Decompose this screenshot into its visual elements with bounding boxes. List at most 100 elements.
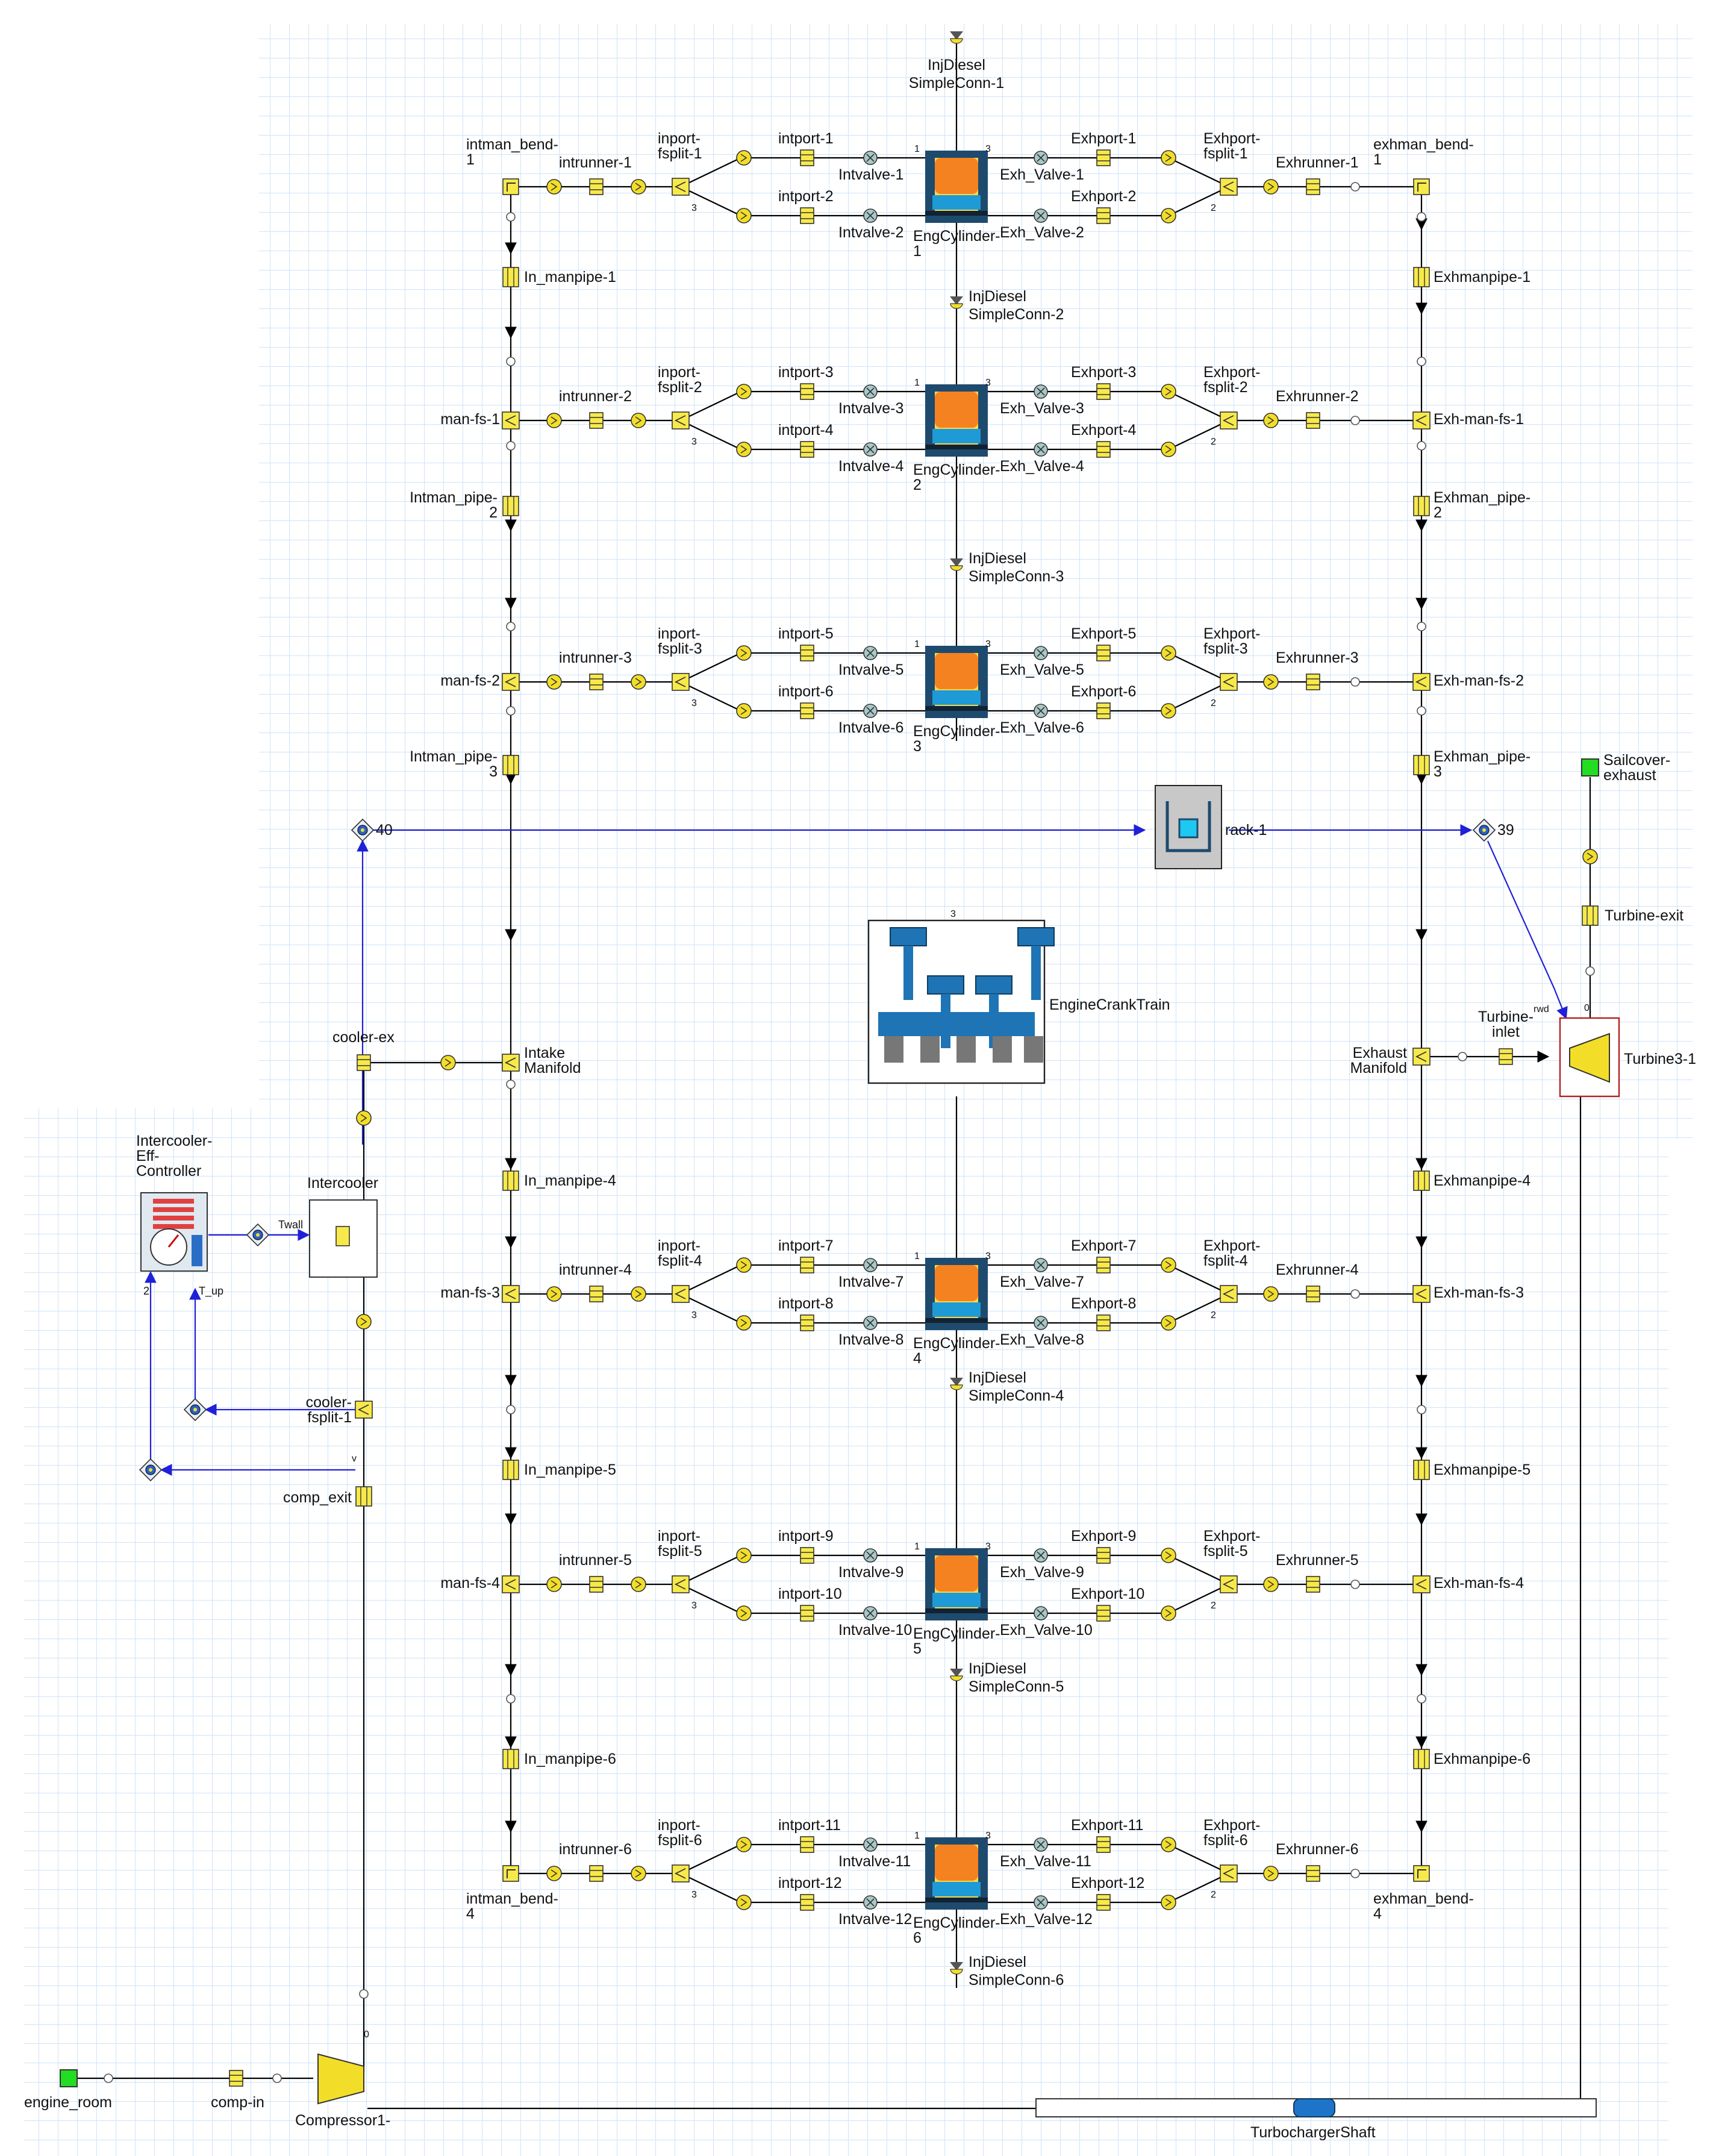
exhaust-valve-icon[interactable] — [1034, 646, 1048, 660]
exhaust-valve-icon[interactable] — [1034, 208, 1048, 223]
injector-icon[interactable] — [950, 296, 963, 309]
intake-valve-icon[interactable] — [863, 704, 878, 718]
orifice-icon[interactable] — [631, 413, 646, 428]
intport-pipe-icon[interactable] — [800, 1257, 814, 1273]
sensor-icon[interactable] — [246, 1223, 270, 1247]
exhaust-runner-pipe-icon[interactable] — [1306, 178, 1320, 195]
orifice-icon[interactable] — [1161, 1895, 1176, 1910]
orifice-icon[interactable] — [1161, 1257, 1176, 1273]
exhaust-valve-icon[interactable] — [1034, 1837, 1048, 1852]
orifice-icon[interactable] — [1161, 1315, 1176, 1331]
sensor-icon[interactable] — [139, 1458, 163, 1482]
engine-cylinder-icon[interactable] — [925, 1837, 988, 1910]
exhport-fsplit-icon[interactable] — [1220, 673, 1238, 691]
orifice-icon[interactable] — [1263, 1286, 1279, 1302]
exhaust-valve-icon[interactable] — [1034, 384, 1048, 399]
intport-pipe-icon[interactable] — [800, 1894, 814, 1911]
exhaust-valve-icon[interactable] — [1034, 1606, 1048, 1620]
orifice-icon[interactable] — [546, 1286, 562, 1302]
orifice-icon[interactable] — [1161, 442, 1176, 457]
intake-runner-pipe-icon[interactable] — [589, 1286, 604, 1302]
orifice-icon[interactable] — [1161, 1548, 1176, 1563]
exhport-pipe-icon[interactable] — [1096, 1314, 1111, 1331]
intake-runner-pipe-icon[interactable] — [589, 673, 604, 690]
orifice-icon[interactable] — [1161, 384, 1176, 399]
intake-manifold-pipe-icon[interactable] — [502, 755, 519, 775]
intake-manifold-split-icon[interactable] — [502, 1285, 520, 1303]
intake-valve-icon[interactable] — [863, 151, 878, 165]
intercooler-icon[interactable] — [309, 1199, 378, 1278]
orifice-icon[interactable] — [631, 179, 646, 195]
exhaust-manifold-split-icon[interactable] — [1412, 411, 1431, 430]
inport-fsplit-icon[interactable] — [672, 673, 690, 691]
intport-pipe-icon[interactable] — [800, 645, 814, 661]
exhaust-bend-icon[interactable] — [1413, 1865, 1430, 1882]
intake-valve-icon[interactable] — [863, 442, 878, 457]
compressor-icon[interactable] — [317, 2053, 364, 2105]
exhaust-valve-icon[interactable] — [1034, 1548, 1048, 1563]
orifice-icon[interactable] — [736, 703, 752, 719]
intake-runner-pipe-icon[interactable] — [589, 1865, 604, 1882]
orifice-icon[interactable] — [736, 442, 752, 457]
exhport-pipe-icon[interactable] — [1096, 1605, 1111, 1622]
exhport-fsplit-icon[interactable] — [1220, 1864, 1238, 1883]
comp-in-pipe-icon[interactable] — [229, 2070, 243, 2087]
engine-cylinder-icon[interactable] — [925, 1548, 988, 1620]
exhaust-valve-icon[interactable] — [1034, 1258, 1048, 1272]
exhport-pipe-icon[interactable] — [1096, 1257, 1111, 1273]
orifice-icon[interactable] — [631, 1866, 646, 1881]
turbine-exit-pipe-icon[interactable] — [1582, 905, 1599, 926]
intake-manifold-pipe-icon[interactable] — [502, 1460, 519, 1480]
orifice-icon[interactable] — [736, 1548, 752, 1563]
orifice-icon[interactable] — [1263, 1576, 1279, 1592]
injector-icon[interactable] — [950, 1378, 963, 1390]
intake-bend-icon[interactable] — [502, 178, 519, 195]
intake-manifold-split-icon[interactable] — [502, 1575, 520, 1593]
exhport-pipe-icon[interactable] — [1096, 1547, 1111, 1564]
intake-valve-icon[interactable] — [863, 1895, 878, 1910]
orifice-icon[interactable] — [736, 645, 752, 661]
exhaust-runner-pipe-icon[interactable] — [1306, 673, 1320, 690]
intport-pipe-icon[interactable] — [800, 207, 814, 224]
exhport-pipe-icon[interactable] — [1096, 383, 1111, 400]
orifice-icon[interactable] — [736, 1837, 752, 1852]
end-environment-icon[interactable] — [60, 2069, 78, 2087]
exhport-fsplit-icon[interactable] — [1220, 178, 1238, 196]
intake-valve-icon[interactable] — [863, 208, 878, 223]
exhaust-manifold-pipe-icon[interactable] — [1413, 267, 1430, 287]
intport-pipe-icon[interactable] — [800, 1547, 814, 1564]
orifice-icon[interactable] — [546, 1576, 562, 1592]
intport-pipe-icon[interactable] — [800, 1836, 814, 1853]
turbine-icon[interactable] — [1559, 1017, 1620, 1098]
orifice-icon[interactable] — [1263, 179, 1279, 195]
intake-valve-icon[interactable] — [863, 1548, 878, 1563]
exhaust-runner-pipe-icon[interactable] — [1306, 1576, 1320, 1593]
orifice-icon[interactable] — [736, 384, 752, 399]
orifice-icon[interactable] — [631, 674, 646, 690]
intake-runner-pipe-icon[interactable] — [589, 1576, 604, 1593]
orifice-icon[interactable] — [736, 1257, 752, 1273]
intake-valve-icon[interactable] — [863, 1316, 878, 1330]
intake-manifold-split-icon[interactable] — [502, 673, 520, 691]
intake-valve-icon[interactable] — [863, 384, 878, 399]
orifice-icon[interactable] — [631, 1576, 646, 1592]
intake-valve-icon[interactable] — [863, 1837, 878, 1852]
end-environment-icon[interactable] — [1581, 758, 1599, 776]
exhaust-manifold-pipe-icon[interactable] — [1413, 1749, 1430, 1769]
injector-icon[interactable] — [950, 558, 963, 571]
cooler-fsplit-icon[interactable] — [355, 1401, 373, 1419]
sensor-icon[interactable] — [1472, 818, 1496, 842]
intport-pipe-icon[interactable] — [800, 149, 814, 166]
shaft-icon[interactable] — [1035, 2098, 1597, 2117]
orifice-icon[interactable] — [1161, 1605, 1176, 1621]
orifice-icon[interactable] — [736, 150, 752, 166]
intport-pipe-icon[interactable] — [800, 383, 814, 400]
intport-pipe-icon[interactable] — [800, 1605, 814, 1622]
intport-pipe-icon[interactable] — [800, 441, 814, 458]
cooler-ex-pipe-icon[interactable] — [357, 1054, 371, 1071]
intake-valve-icon[interactable] — [863, 1258, 878, 1272]
intport-pipe-icon[interactable] — [800, 702, 814, 719]
exhport-pipe-icon[interactable] — [1096, 1894, 1111, 1911]
orifice-icon[interactable] — [1582, 849, 1598, 864]
